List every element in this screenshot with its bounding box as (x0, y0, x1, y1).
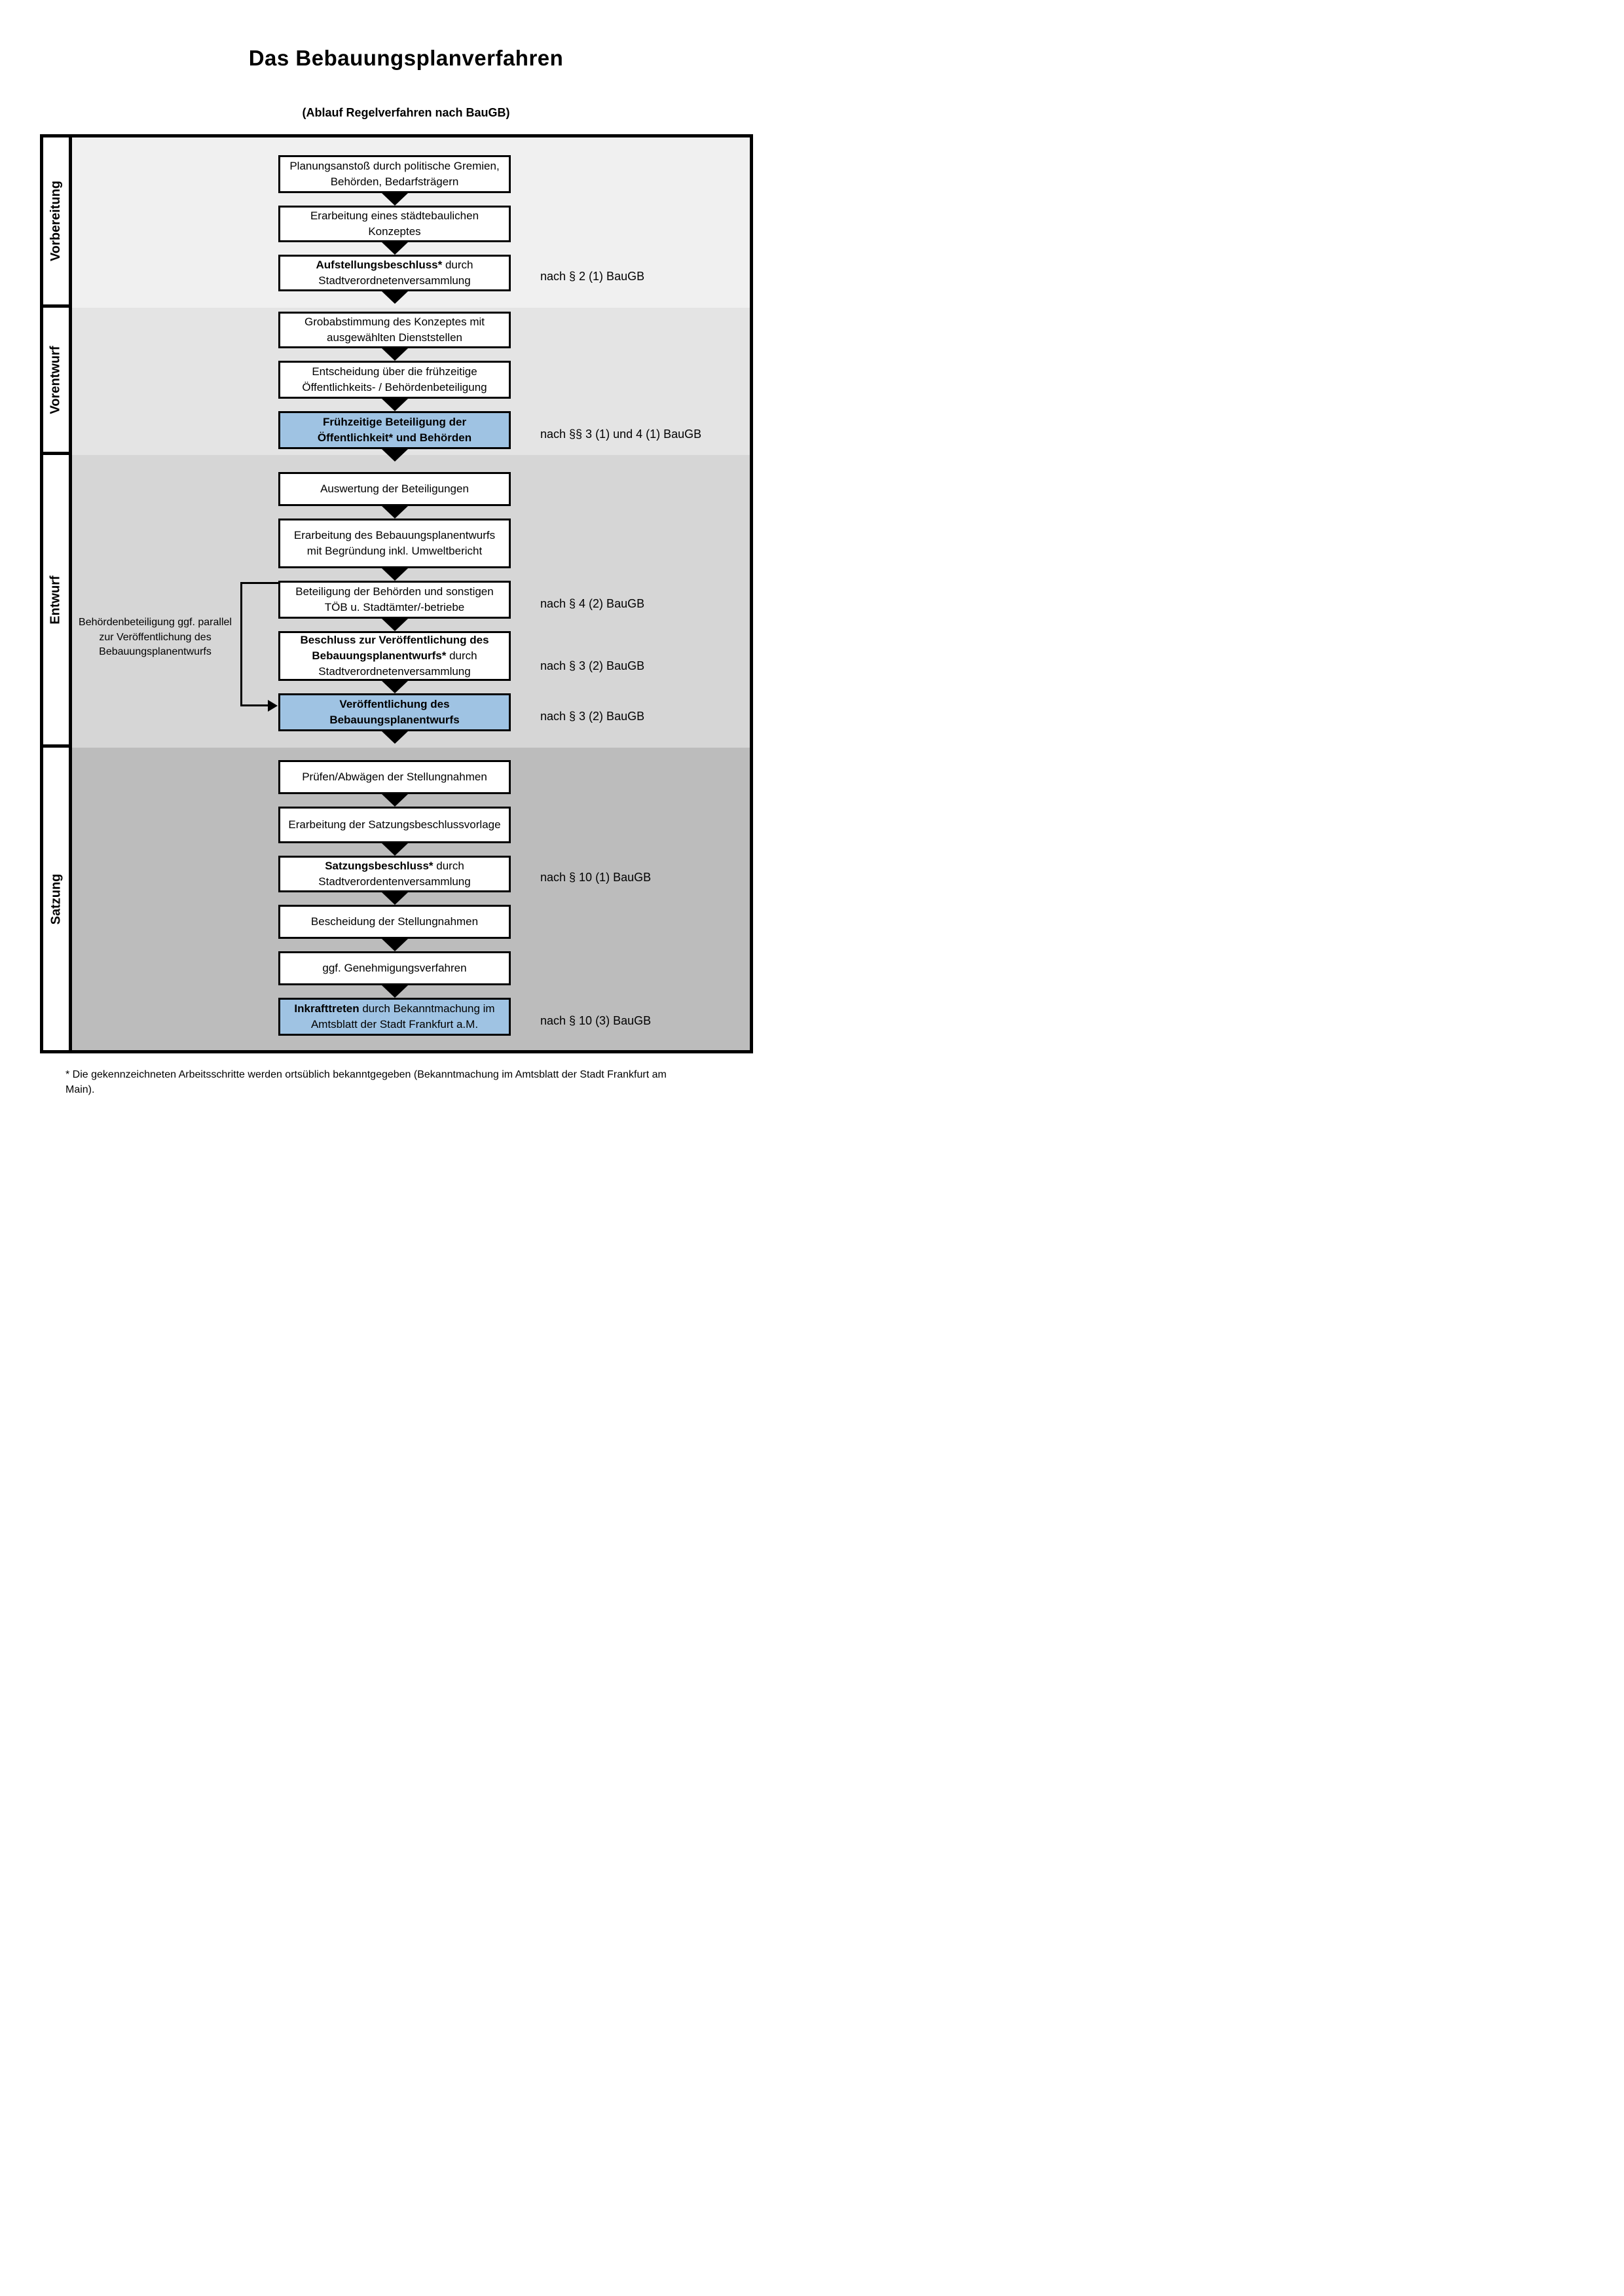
phase-label-text: Vorentwurf (48, 345, 64, 414)
step-text: Planungsanstoß durch politische Gremien,… (289, 159, 500, 188)
step-text: Grobabstimmung des Konzeptes mit ausgewä… (304, 315, 485, 344)
step-text: Erarbeitung eines städtebaulichen Konzep… (310, 209, 479, 238)
flow-arrow-down-icon (381, 568, 408, 581)
phase-label-vorbereitung: Vorbereitung (43, 137, 72, 308)
step-box-entscheidung-beteiligung: Entscheidung über die frühzeitige Öffent… (278, 361, 511, 399)
flow-arrow-down-icon (381, 619, 408, 631)
step-box-veroeffentlichung-entwurf: Veröffentlichung des Bebauungsplanentwur… (278, 693, 644, 731)
step-box-auswertung: Auswertung der Beteiligungen (278, 472, 511, 506)
page-title: Das Bebauungsplanverfahren (248, 46, 564, 70)
step-text: Beschluss zur Veröffentlichung des Bebau… (300, 633, 489, 678)
step-box-behoerdenbeteiligung: Beteiligung der Behörden und sonstigen T… (278, 581, 644, 619)
flow-arrow-down-icon (381, 506, 408, 519)
step-box-beschluss-veroeffentlichung: Beschluss zur Veröffentlichung des Bebau… (278, 631, 644, 681)
step-text: Bescheidung der Stellungnahmen (310, 915, 479, 928)
step-text: Beteiligung der Behörden und sonstigen T… (295, 585, 494, 613)
flow-arrow-down-icon (381, 681, 408, 693)
step-text: Veröffentlichung des Bebauungsplanentwur… (329, 697, 460, 726)
step-text: Frühzeitige Beteiligung der Öffentlichke… (317, 415, 472, 444)
footnote: * Die gekennzeichneten Arbeitsschritte w… (65, 1069, 667, 1096)
step-box-satzungsbeschluss: Satzungsbeschluss* durch Stadtverordente… (278, 856, 651, 892)
parallel-connector-bottom (240, 704, 269, 706)
flowchart-container: Vorbereitung Vorentwurf Entwurf Satzung … (40, 134, 753, 1053)
connector-arrow-right-icon (268, 700, 278, 712)
legal-reference: nach § 3 (2) BauGB (540, 659, 645, 673)
step-box-grobabstimmung: Grobabstimmung des Konzeptes mit ausgewä… (278, 312, 511, 348)
step-text: Aufstellungsbeschluss* durch Stadtverord… (316, 258, 473, 287)
step-box-bescheidung: Bescheidung der Stellungnahmen (278, 905, 511, 939)
parallel-procedure-note: Behördenbeteiligung ggf. parallel zur Ve… (79, 617, 232, 658)
flow-arrow-down-icon (381, 399, 408, 411)
parallel-connector-top (240, 582, 278, 584)
step-text: Erarbeitung des Bebauungsplanentwurfs mi… (293, 528, 496, 557)
step-text: Inkrafttreten durch Bekanntmachung im Am… (294, 1002, 495, 1030)
flow-arrow-down-icon (381, 939, 408, 951)
step-box-fruehzeitige-beteiligung: Frühzeitige Beteiligung der Öffentlichke… (278, 411, 701, 449)
step-text: Entscheidung über die frühzeitige Öffent… (302, 365, 487, 393)
flow-arrow-down-icon (381, 193, 408, 206)
legal-reference: nach § 4 (2) BauGB (540, 597, 645, 611)
step-box-pruefen-abwaegen: Prüfen/Abwägen der Stellungnahmen (278, 760, 511, 794)
flow-column: Planungsanstoß durch politische Gremien,… (278, 137, 701, 1036)
step-box-inkrafttreten: Inkrafttreten durch Bekanntmachung im Am… (278, 998, 651, 1036)
parallel-connector-vertical (240, 582, 242, 706)
step-box-erarbeitung-entwurf: Erarbeitung des Bebauungsplanentwurfs mi… (278, 519, 511, 568)
flow-arrow-down-icon (381, 291, 408, 304)
legal-reference: nach § 2 (1) BauGB (540, 270, 645, 283)
flow-arrow-down-icon (381, 794, 408, 807)
phase-label-text: Vorbereitung (48, 181, 63, 261)
step-text: Prüfen/Abwägen der Stellungnahmen (302, 770, 487, 783)
phase-label-entwurf: Entwurf (43, 455, 72, 748)
legal-reference: nach § 10 (3) BauGB (540, 1014, 652, 1028)
phase-label-text: Entwurf (48, 575, 63, 625)
phase-label-satzung: Satzung (43, 748, 72, 1050)
flow-arrow-down-icon (381, 242, 408, 255)
step-box-staedtebauliches-konzept: Erarbeitung eines städtebaulichen Konzep… (278, 206, 511, 242)
flow-arrow-down-icon (381, 348, 408, 361)
step-box-planungsanstoss: Planungsanstoß durch politische Gremien,… (278, 155, 511, 193)
step-text: Erarbeitung der Satzungsbeschlussvorlage (288, 818, 501, 831)
step-text: Satzungsbeschluss* durch Stadtverordente… (318, 859, 471, 888)
phase-label-text: Satzung (48, 873, 63, 924)
phase-label-vorentwurf: Vorentwurf (43, 308, 72, 455)
legal-reference: nach § 3 (2) BauGB (540, 710, 645, 723)
flow-arrow-down-icon (381, 731, 408, 744)
flow-arrow-down-icon (381, 985, 408, 998)
step-box-aufstellungsbeschluss: Aufstellungsbeschluss* durch Stadtverord… (278, 255, 644, 291)
step-box-genehmigungsverfahren: ggf. Genehmigungsverfahren (278, 951, 511, 985)
step-text: Auswertung der Beteiligungen (320, 482, 469, 495)
flow-arrow-down-icon (381, 892, 408, 905)
legal-reference: nach §§ 3 (1) und 4 (1) BauGB (540, 428, 702, 441)
legal-reference: nach § 10 (1) BauGB (540, 871, 652, 884)
step-box-satzungsbeschlussvorlage: Erarbeitung der Satzungsbeschlussvorlage (278, 807, 511, 843)
page-subtitle: (Ablauf Regelverfahren nach BauGB) (302, 106, 510, 119)
flow-arrow-down-icon (381, 843, 408, 856)
flow-arrow-down-icon (381, 449, 408, 462)
step-text: ggf. Genehmigungsverfahren (322, 961, 467, 974)
